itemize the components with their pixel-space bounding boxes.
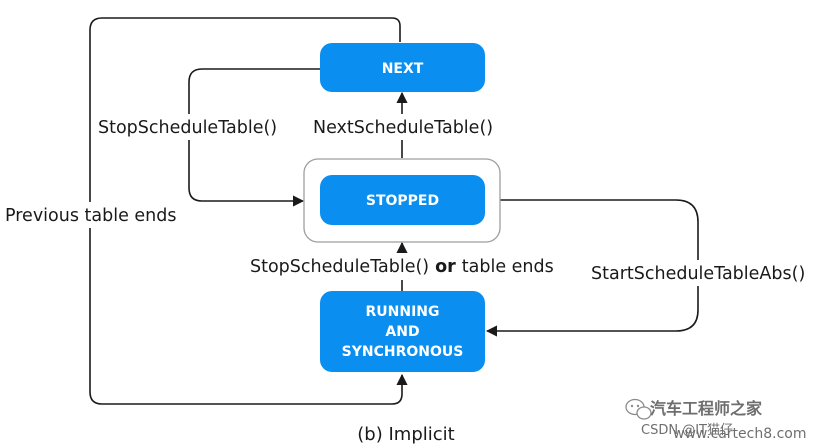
state-stopped: STOPPED — [303, 158, 501, 243]
state-stopped-label: STOPPED — [366, 193, 439, 209]
label-stop-from-next: StopScheduleTable() — [98, 118, 277, 138]
label-bg-next-schedule — [310, 114, 500, 140]
state-running-synchronous: RUNNING AND SYNCHRONOUS — [320, 291, 485, 372]
label-stop-or-ends-part2: table ends — [462, 257, 554, 277]
state-next: NEXT — [320, 43, 485, 92]
state-running-line2: AND — [385, 324, 419, 340]
watermark-site: www.cartech8.com — [673, 426, 806, 442]
label-next-schedule-table: NextScheduleTable() — [313, 118, 493, 138]
label-previous-table-ends: Previous table ends — [5, 206, 177, 226]
watermark: 汽车工程师之家 CSDN @IT猫仔 www.cartech8.com — [625, 398, 806, 442]
label-bg-stop-next — [94, 114, 284, 140]
state-next-label: NEXT — [382, 61, 424, 77]
state-running-line1: RUNNING — [366, 304, 440, 320]
wechat-icon — [625, 398, 652, 420]
label-stop-or-ends-part1: StopScheduleTable() — [250, 257, 429, 277]
label-bg-stop-or-ends — [247, 253, 559, 280]
label-bg-previous — [2, 202, 178, 228]
label-bg-start-abs — [588, 260, 810, 286]
label-stop-or-ends-or: or — [435, 257, 456, 277]
state-running-line3: SYNCHRONOUS — [342, 344, 464, 360]
label-stop-or-ends: StopScheduleTable() or table ends — [250, 257, 554, 277]
label-start-schedule-table-abs: StartScheduleTableAbs() — [591, 264, 805, 284]
watermark-brand: 汽车工程师之家 — [650, 399, 763, 418]
watermark-csdn: CSDN @IT猫仔 — [641, 423, 733, 438]
figure-caption: (b) Implicit — [357, 424, 454, 445]
